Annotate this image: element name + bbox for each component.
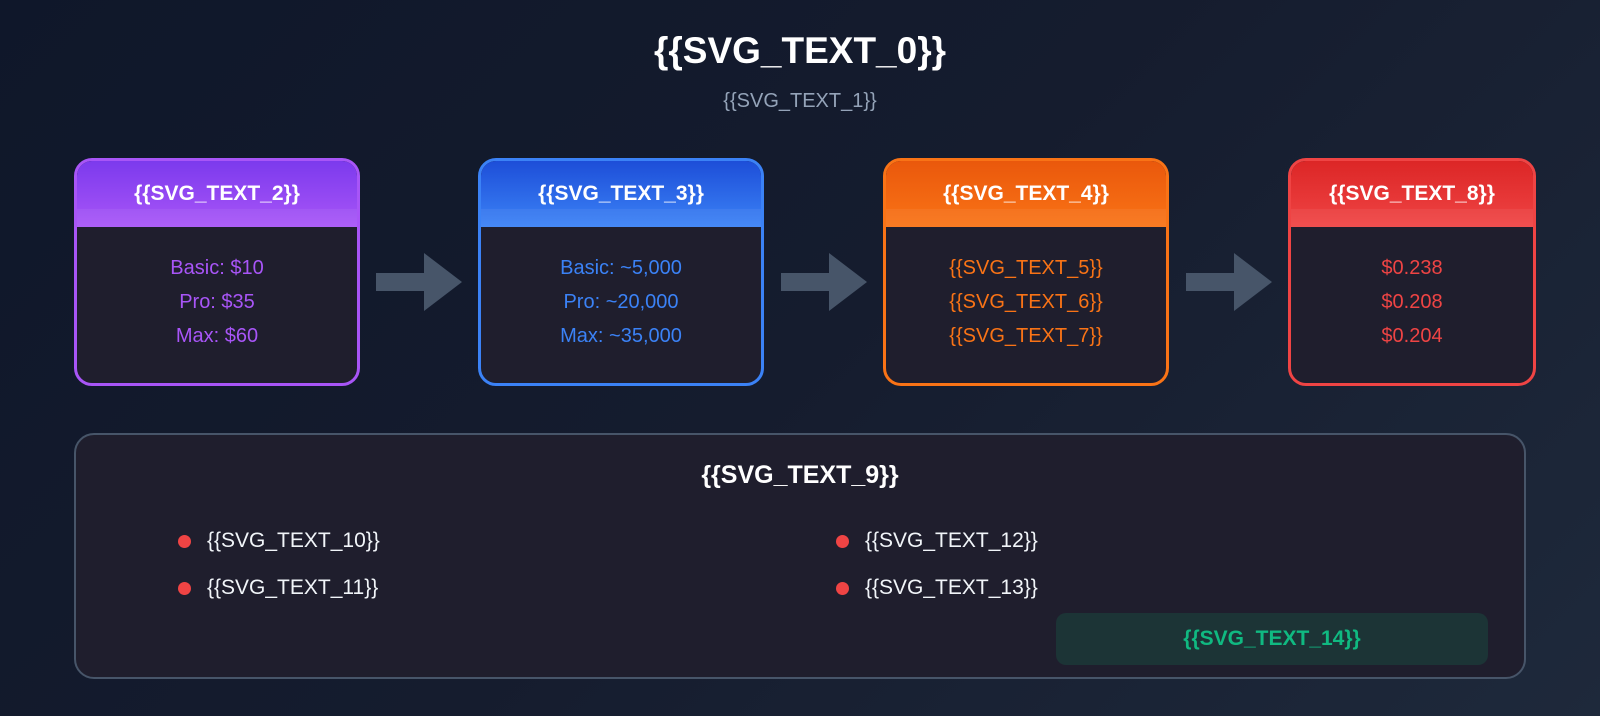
- arrow-right-icon: [1186, 253, 1272, 311]
- step-card-header: {{SVG_TEXT_3}}: [481, 161, 761, 227]
- step-line: Basic: ~5,000: [560, 257, 682, 279]
- step-card-title: {{SVG_TEXT_2}}: [134, 182, 300, 205]
- step-line: Basic: $10: [170, 257, 264, 279]
- step-line: $0.238: [1381, 257, 1443, 279]
- step-card-usage: {{SVG_TEXT_3}} Basic: ~5,000 Pro: ~20,00…: [478, 158, 764, 386]
- step-line: {{SVG_TEXT_7}}: [949, 325, 1103, 347]
- summary-bullet: {{SVG_TEXT_12}}: [836, 529, 1038, 553]
- bullet-dot-icon: [178, 534, 191, 548]
- bullet-text: {{SVG_TEXT_13}}: [865, 576, 1038, 599]
- step-card-header: {{SVG_TEXT_4}}: [886, 161, 1166, 227]
- bullet-text: {{SVG_TEXT_11}}: [207, 576, 379, 599]
- bullet-dot-icon: [836, 534, 849, 548]
- bullet-text: {{SVG_TEXT_10}}: [207, 529, 380, 552]
- page-title: {{SVG_TEXT_0}}: [653, 30, 947, 71]
- step-card-result: {{SVG_TEXT_8}} $0.238 $0.208 $0.204: [1288, 158, 1536, 386]
- step-card-header: {{SVG_TEXT_2}}: [77, 161, 357, 227]
- summary-panel: {{SVG_TEXT_9}} {{SVG_TEXT_10}} {{SVG_TEX…: [74, 433, 1526, 679]
- bullet-dot-icon: [178, 581, 191, 595]
- step-line: {{SVG_TEXT_6}}: [949, 291, 1103, 313]
- step-card-title: {{SVG_TEXT_3}}: [538, 182, 704, 205]
- step-card-calculation: {{SVG_TEXT_4}} {{SVG_TEXT_5}} {{SVG_TEXT…: [883, 158, 1169, 386]
- step-line: Max: ~35,000: [560, 325, 682, 347]
- step-card-body: $0.238 $0.208 $0.204: [1291, 227, 1533, 353]
- step-card-header: {{SVG_TEXT_8}}: [1291, 161, 1533, 227]
- step-line: Pro: ~20,000: [563, 291, 679, 313]
- page-subtitle: {{SVG_TEXT_1}}: [723, 90, 877, 112]
- step-card-body: {{SVG_TEXT_5}} {{SVG_TEXT_6}} {{SVG_TEXT…: [886, 227, 1166, 353]
- bullet-dot-icon: [836, 581, 849, 595]
- bullet-text: {{SVG_TEXT_12}}: [865, 529, 1038, 552]
- step-card-title: {{SVG_TEXT_8}}: [1329, 182, 1495, 205]
- summary-title: {{SVG_TEXT_9}}: [701, 461, 899, 489]
- arrow-right-icon: [781, 253, 867, 311]
- step-card-body: Basic: ~5,000 Pro: ~20,000 Max: ~35,000: [481, 227, 761, 353]
- result-highlight: {{SVG_TEXT_14}}: [1056, 613, 1488, 665]
- summary-bullet: {{SVG_TEXT_13}}: [836, 576, 1038, 600]
- step-line: $0.208: [1381, 291, 1443, 313]
- summary-bullet: {{SVG_TEXT_10}}: [178, 529, 380, 553]
- step-card-body: Basic: $10 Pro: $35 Max: $60: [77, 227, 357, 353]
- step-line: $0.204: [1381, 325, 1443, 347]
- result-text: {{SVG_TEXT_14}}: [1183, 627, 1361, 650]
- summary-bullet: {{SVG_TEXT_11}}: [178, 576, 378, 600]
- step-line: Max: $60: [175, 325, 259, 347]
- step-line: {{SVG_TEXT_5}}: [949, 257, 1103, 279]
- step-card-title: {{SVG_TEXT_4}}: [943, 182, 1109, 205]
- step-card-price: {{SVG_TEXT_2}} Basic: $10 Pro: $35 Max: …: [74, 158, 360, 386]
- arrow-right-icon: [376, 253, 462, 311]
- step-line: Pro: $35: [179, 291, 255, 313]
